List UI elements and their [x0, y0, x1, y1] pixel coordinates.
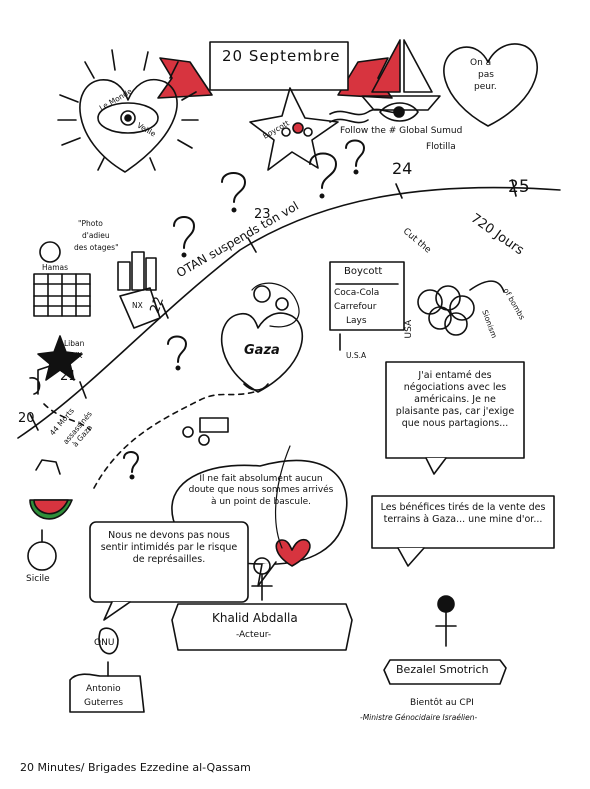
- timeline-21: 21: [60, 369, 77, 384]
- antonio-line: Antonio: [86, 684, 121, 694]
- timeline-23: 23: [254, 207, 271, 222]
- flotilla-line-1: Follow the # Global Sumud: [340, 126, 463, 136]
- boycott-usa: U.S.A: [346, 351, 367, 360]
- abdalla-quote: Il ne fait absolument aucun doute que no…: [188, 474, 334, 507]
- guterres-quote: Nous ne devons pas nous sentir intimidés…: [100, 530, 238, 565]
- watermelon-drawing: [27, 459, 73, 571]
- onu-label: ONU: [94, 638, 115, 648]
- crowd-drawing: [182, 417, 229, 446]
- sicile-label: Sicile: [26, 574, 50, 584]
- boycott-item: Carrefour: [334, 302, 377, 312]
- boycott-item: Lays: [346, 316, 367, 326]
- boycott-star-drawing: [249, 87, 339, 171]
- timeline-curve: [17, 186, 561, 439]
- gaza-label: Gaza: [244, 343, 280, 358]
- boycott-list-title: Boycott: [344, 266, 383, 277]
- liban-label: 1/K: [70, 351, 83, 360]
- nx-shield-drawing: [119, 287, 161, 329]
- guterres-bubble-shape: [89, 521, 249, 621]
- ruins-drawing: [117, 251, 157, 291]
- smotrich-box-2-shape: [371, 495, 555, 567]
- calendar-drawing: [33, 241, 91, 317]
- question-marks-drawing: [123, 139, 365, 480]
- world-heart-drawing: [57, 49, 199, 173]
- nx-label: NX: [132, 301, 143, 310]
- usa-vertical-label: USA: [404, 319, 415, 339]
- footer-credit: 20 Minutes/ Brigades Ezzedine al-Qassam: [20, 761, 251, 774]
- fear-heart-drawing: [443, 43, 538, 127]
- red-heart-drawing: [275, 538, 311, 567]
- gaza-heart-drawing: [220, 282, 304, 393]
- khalid-figure-drawing: [171, 557, 353, 651]
- smotrich-quote-1: J'ai entamé des négociations avec les am…: [395, 370, 515, 429]
- smotrich-box-1-shape: [385, 361, 525, 475]
- bezalel-figure-drawing: [383, 595, 507, 685]
- onu-drawing: [69, 627, 145, 713]
- liban-label: Liban: [64, 339, 85, 348]
- khalid-name: Khalid Abdalla: [212, 611, 298, 625]
- date-banner: 20 Septembre: [222, 47, 341, 65]
- eye-drawing: [379, 102, 419, 122]
- hamas-label: Hamas: [42, 263, 69, 272]
- hostage-line: des otages": [74, 243, 119, 252]
- fear-heart-line: pas: [478, 70, 494, 80]
- boycott-item: Coca-Cola: [334, 288, 380, 298]
- fear-heart-line: On a: [470, 58, 492, 68]
- antonio-line: Guterres: [84, 698, 124, 708]
- bezalel-line-2: -Ministre Génocidaire Israélien-: [360, 713, 478, 722]
- bezalel-line-1: Bientôt au CPI: [410, 698, 474, 708]
- sailboat-drawing: [329, 39, 441, 124]
- timeline-25: 25: [508, 177, 530, 197]
- star-drawing: [37, 335, 83, 381]
- timeline-24: 24: [392, 159, 413, 178]
- timeline-20: 20: [18, 411, 35, 426]
- boycott-sign-drawing: [329, 261, 405, 351]
- fear-heart-line: peur.: [474, 82, 497, 92]
- hostage-line: d'adieu: [82, 231, 110, 240]
- hostage-line: "Photo: [78, 219, 103, 228]
- flotilla-line-2: Flotilla: [426, 142, 456, 152]
- bezalel-name: Bezalel Smotrich: [396, 663, 489, 676]
- khalid-role: -Acteur-: [236, 630, 272, 640]
- smotrich-quote-2: Les bénéfices tirés de la vente des terr…: [380, 502, 546, 525]
- money-bags-drawing: [417, 280, 505, 336]
